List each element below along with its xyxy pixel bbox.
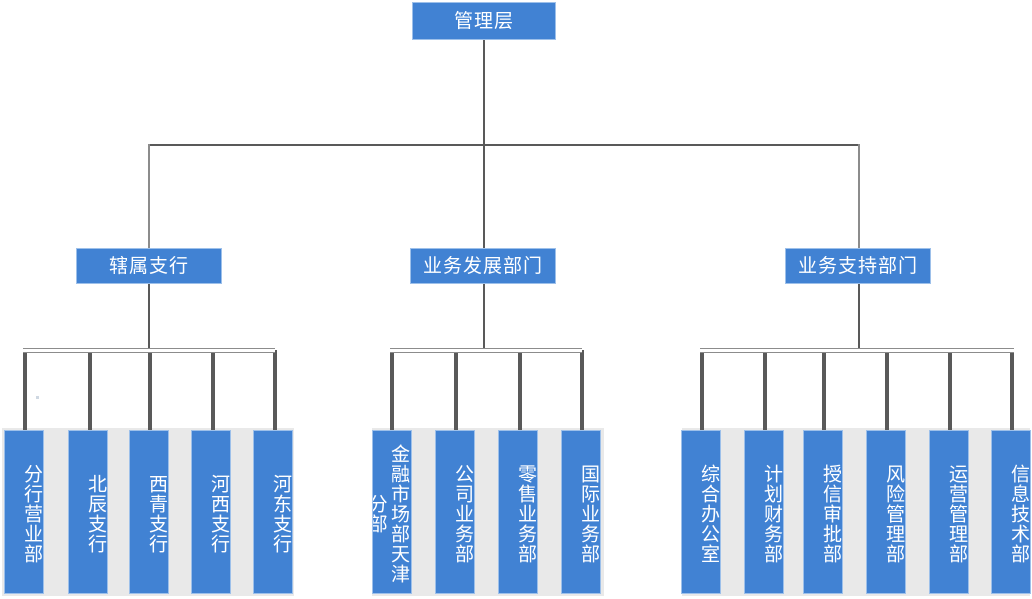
node-leaf-risk-management-dept-label: 风险管理部: [883, 463, 905, 564]
node-leaf-xiqing-branch-label: 西青支行: [146, 473, 168, 554]
connector-drop-left-3: [148, 350, 152, 430]
connector-drop-middle-4: [580, 350, 584, 430]
node-leaf-beichen-branch[interactable]: 北辰支行: [68, 430, 108, 594]
node-leaf-operations-management-dept-label: 运营管理部: [946, 463, 968, 564]
connector-drop-left-1: [23, 350, 27, 430]
node-level2-business-support[interactable]: 业务支持部门: [785, 248, 931, 284]
node-level2-business-development[interactable]: 业务发展部门: [410, 248, 556, 284]
node-leaf-international-business-dept[interactable]: 国际业务部: [561, 430, 601, 594]
node-leaf-operations-management-dept[interactable]: 运营管理部: [929, 430, 969, 594]
node-leaf-hedong-branch[interactable]: 河东支行: [253, 430, 293, 594]
node-leaf-hexi-branch[interactable]: 河西支行: [191, 430, 231, 594]
node-leaf-general-office[interactable]: 综合办公室: [681, 430, 721, 594]
connector-drop-right-1: [700, 350, 704, 430]
node-leaf-information-technology-dept[interactable]: 信息技术部: [991, 430, 1031, 594]
node-leaf-information-technology-dept-label: 信息技术部: [1008, 463, 1030, 564]
connector-bus-right-cluster: [700, 348, 1014, 353]
connector-drop-level2-right: [858, 144, 860, 248]
node-leaf-xiqing-branch[interactable]: 西青支行: [129, 430, 169, 594]
node-level2-branches-label: 辖属支行: [108, 254, 189, 277]
connector-root-stem: [483, 40, 485, 144]
connector-bus-left-cluster: [23, 348, 275, 353]
node-leaf-retail-business-dept[interactable]: 零售业务部: [498, 430, 538, 594]
node-level2-business-development-label: 业务发展部门: [422, 254, 543, 277]
node-leaf-branch-business-dept-label: 分行营业部: [21, 463, 43, 564]
connector-stem-right-cluster: [858, 284, 860, 352]
node-leaf-branch-business-dept[interactable]: 分行营业部: [4, 430, 44, 594]
connector-drop-level2-left: [148, 144, 150, 248]
node-leaf-retail-business-dept-label: 零售业务部: [515, 463, 537, 564]
node-leaf-financial-markets-tianjin-label: 金融市场部天津分部: [372, 443, 410, 584]
connector-drop-right-3: [822, 350, 826, 430]
connector-bus-middle-cluster: [390, 348, 582, 353]
node-level2-business-support-label: 业务支持部门: [797, 254, 918, 277]
node-root[interactable]: 管理层: [412, 2, 556, 40]
connector-stem-left-cluster: [148, 284, 150, 352]
node-leaf-planning-finance-dept-label: 计划财务部: [761, 463, 783, 564]
connector-level1-bus: [148, 144, 860, 146]
connector-drop-right-4: [885, 350, 889, 430]
connector-drop-level2-middle: [483, 144, 485, 248]
node-level2-branches[interactable]: 辖属支行: [76, 248, 222, 284]
node-leaf-credit-approval-dept[interactable]: 授信审批部: [803, 430, 843, 594]
node-root-label: 管理层: [453, 9, 514, 32]
connector-drop-middle-1: [390, 350, 394, 430]
connector-stem-middle-cluster: [483, 284, 485, 352]
connector-drop-middle-2: [454, 350, 458, 430]
node-leaf-corporate-business-dept-label: 公司业务部: [452, 463, 474, 564]
leaf-backdrop-right: [682, 428, 1030, 596]
node-leaf-risk-management-dept[interactable]: 风险管理部: [866, 430, 906, 594]
node-leaf-planning-finance-dept[interactable]: 计划财务部: [744, 430, 784, 594]
node-leaf-international-business-dept-label: 国际业务部: [578, 463, 600, 564]
connector-drop-right-6: [1010, 350, 1014, 430]
connector-drop-left-5: [273, 350, 277, 430]
node-leaf-corporate-business-dept[interactable]: 公司业务部: [435, 430, 475, 594]
node-leaf-credit-approval-dept-label: 授信审批部: [820, 463, 842, 564]
node-leaf-hexi-branch-label: 河西支行: [208, 473, 230, 554]
artifact-speck-left: [36, 396, 39, 399]
node-leaf-financial-markets-tianjin[interactable]: 金融市场部天津分部: [372, 430, 412, 594]
connector-drop-left-4: [211, 350, 215, 430]
connector-drop-right-2: [763, 350, 767, 430]
connector-drop-left-2: [88, 350, 92, 430]
node-leaf-beichen-branch-label: 北辰支行: [85, 473, 107, 554]
connector-drop-right-5: [948, 350, 952, 430]
node-leaf-hedong-branch-label: 河东支行: [270, 473, 292, 554]
node-leaf-general-office-label: 综合办公室: [698, 463, 720, 564]
connector-drop-middle-3: [518, 350, 522, 430]
